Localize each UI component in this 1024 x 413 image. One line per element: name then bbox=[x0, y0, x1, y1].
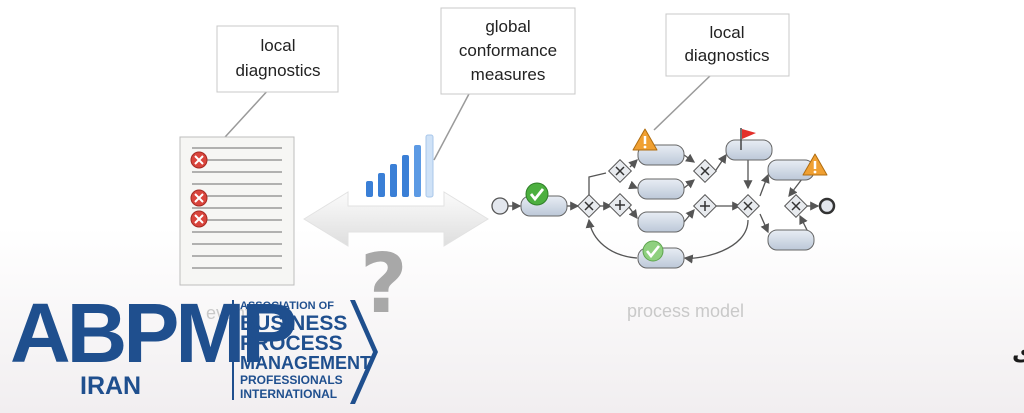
start-event bbox=[491, 197, 509, 215]
callout-local-diagnostics-right: local diagnostics bbox=[653, 13, 790, 131]
warning-icon bbox=[632, 128, 658, 151]
callout-pointer bbox=[433, 91, 471, 161]
callout-local-diagnostics-left: local diagnostics bbox=[203, 25, 339, 161]
question-mark: ? bbox=[360, 237, 408, 332]
gateway bbox=[735, 193, 761, 219]
logo-line: ASSOCIATION OF bbox=[240, 300, 334, 312]
gateway bbox=[607, 192, 633, 218]
bar-chart-icon bbox=[366, 134, 434, 198]
task bbox=[637, 178, 685, 200]
gateway bbox=[783, 193, 809, 219]
gateway bbox=[607, 158, 633, 184]
task bbox=[725, 139, 773, 161]
flag-icon bbox=[740, 128, 756, 150]
gateway bbox=[576, 193, 602, 219]
callout-line: local bbox=[261, 36, 296, 55]
process-model-label: process model bbox=[627, 301, 744, 321]
gateway bbox=[692, 193, 718, 219]
callout-line: diagnostics bbox=[235, 61, 320, 80]
logo-line: INTERNATIONAL bbox=[240, 387, 337, 401]
callout-pointer bbox=[653, 73, 713, 131]
end-event bbox=[818, 197, 836, 215]
callout-box bbox=[440, 7, 576, 95]
check-icon bbox=[642, 240, 664, 262]
gateway bbox=[692, 158, 718, 184]
error-icon bbox=[190, 151, 208, 169]
callout-box bbox=[665, 13, 790, 77]
double-arrow-icon bbox=[303, 191, 489, 247]
logo-letters: ABPMP bbox=[10, 286, 295, 380]
logo-chevron bbox=[350, 300, 378, 404]
error-icon bbox=[190, 189, 208, 207]
callout-line: conformance bbox=[459, 41, 557, 60]
callout-line: diagnostics bbox=[684, 46, 769, 65]
logo-line: PROCESS bbox=[240, 332, 343, 355]
logo-line: MANAGEMENT bbox=[240, 353, 371, 373]
logo-line: BUSINESS bbox=[240, 312, 347, 335]
callout-box bbox=[216, 25, 339, 93]
check-icon bbox=[525, 182, 549, 206]
abpmp-logo: ABPMP IRAN ASSOCIATION OF BUSINESS PROCE… bbox=[10, 286, 378, 404]
task bbox=[637, 211, 685, 233]
callout-line: global bbox=[485, 17, 530, 36]
error-icon bbox=[190, 210, 208, 228]
event-log-document bbox=[179, 136, 295, 286]
callout-line: local bbox=[710, 23, 745, 42]
logo-country: IRAN bbox=[80, 372, 141, 400]
event-log-label: event bbox=[206, 303, 250, 323]
logo-line: PROFESSIONALS bbox=[240, 373, 343, 387]
task bbox=[767, 229, 815, 251]
callout-global-conformance: global conformance measures bbox=[433, 7, 576, 161]
warning-icon bbox=[802, 153, 828, 176]
callout-line: measures bbox=[471, 65, 546, 84]
page-title: بررسی انطباق در فرآیندها به کمک فرآیندکا… bbox=[1012, 337, 1024, 366]
